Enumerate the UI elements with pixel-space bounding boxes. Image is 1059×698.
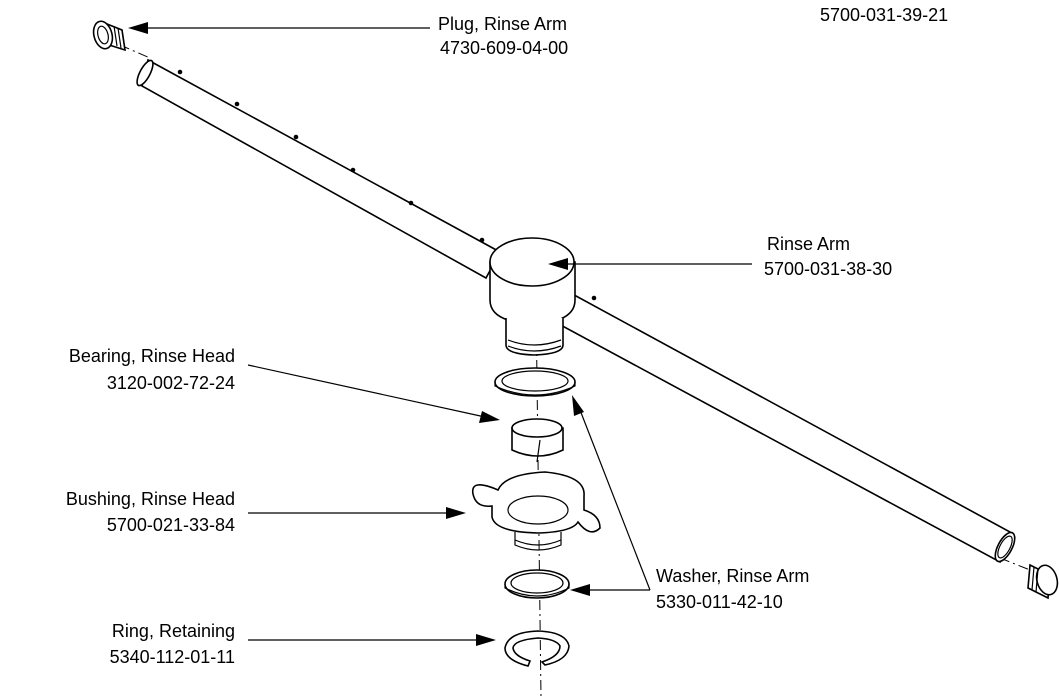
washer-part-number: 5330-011-42-10 — [656, 592, 783, 612]
washer-leader-upper — [579, 409, 651, 591]
washer-arrowhead-upper — [572, 395, 584, 416]
plug-part-number: 4730-609-04-00 — [440, 38, 568, 58]
bearing-name-label: Bearing, Rinse Head — [69, 346, 235, 366]
retaining-ring-drawing — [504, 630, 570, 667]
bearing-drawing — [511, 418, 564, 463]
plug-axis-right — [999, 557, 1036, 573]
bushing-drawing — [471, 471, 601, 551]
plug-drawing-right — [1027, 563, 1059, 600]
diagram-reference-number: 5700-031-39-21 — [820, 5, 948, 25]
rinse-arm-arrowhead — [548, 258, 568, 270]
plug-arrowhead — [128, 22, 148, 34]
bearing-part-number: 3120-002-72-24 — [107, 373, 235, 393]
bushing-name-label: Bushing, Rinse Head — [66, 489, 235, 509]
rinse-arm-drawing — [136, 58, 1016, 564]
ring-arrowhead — [476, 634, 496, 646]
bushing-part-number: 5700-021-33-84 — [107, 515, 235, 535]
plug-name-label: Plug, Rinse Arm — [438, 14, 567, 34]
washer-drawing — [494, 367, 576, 397]
bearing-leader — [247, 364, 486, 418]
ring-part-number: 5340-112-01-11 — [110, 647, 235, 667]
bushing-arrowhead — [446, 507, 466, 519]
ring-name-label: Ring, Retaining — [112, 621, 235, 641]
assembly-axis — [535, 299, 542, 698]
washer-name-label: Washer, Rinse Arm — [656, 566, 809, 586]
washer-arrowhead-lower — [570, 584, 590, 596]
washer-drawing-lower — [504, 569, 570, 599]
rinse-arm-name-label: Rinse Arm — [767, 234, 850, 254]
bearing-arrowhead — [479, 411, 500, 423]
rinse-arm-part-number: 5700-031-38-30 — [764, 259, 892, 279]
plug-drawing — [92, 20, 126, 52]
